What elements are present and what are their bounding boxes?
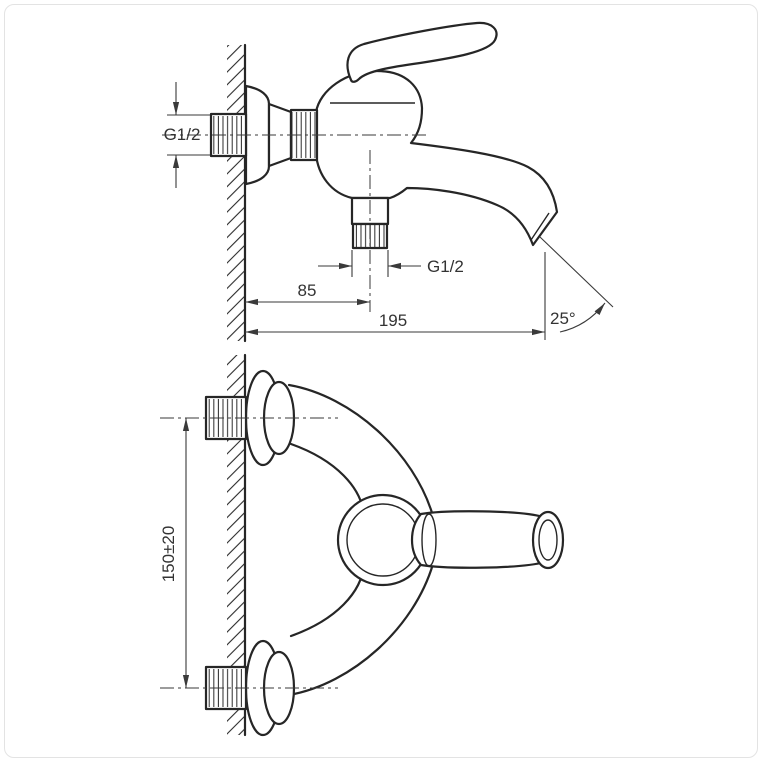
lever-neck-ring <box>421 513 437 567</box>
side-view: G1/2 G1/2 85 195 <box>162 21 614 343</box>
wall-hatching-front <box>227 355 245 735</box>
dim-195-label: 195 <box>379 311 407 330</box>
wall-hatching <box>227 45 245 341</box>
lever-handle-front <box>410 510 547 569</box>
wall-section <box>227 43 247 343</box>
mixer-body-and-spout <box>314 69 559 247</box>
inlet-thread-label: G1/2 <box>164 125 201 144</box>
lever-end-cap <box>531 510 565 570</box>
dimension-inlet-thread: G1/2 <box>164 82 210 188</box>
dimension-195: 195 <box>245 252 546 340</box>
lever-end-cap-inner <box>538 519 558 561</box>
dimension-85: 85 <box>245 281 370 306</box>
front-view: 150±20 <box>159 353 565 737</box>
outlet-thread-label: G1/2 <box>427 257 464 276</box>
spout-lip-line <box>530 212 550 241</box>
spout-angle-label: 25° <box>550 309 576 328</box>
dim-85-label: 85 <box>298 281 317 300</box>
body-lower-outer-edge <box>287 562 435 697</box>
dimension-outlet-thread: G1/2 <box>318 250 464 277</box>
body-upper-outer-edge <box>287 383 435 518</box>
dim-150-label: 150±20 <box>159 526 178 583</box>
dimension-spout-angle: 25° <box>539 236 614 333</box>
dimension-150: 150±20 <box>159 418 190 688</box>
lever-handle-side <box>346 21 498 83</box>
